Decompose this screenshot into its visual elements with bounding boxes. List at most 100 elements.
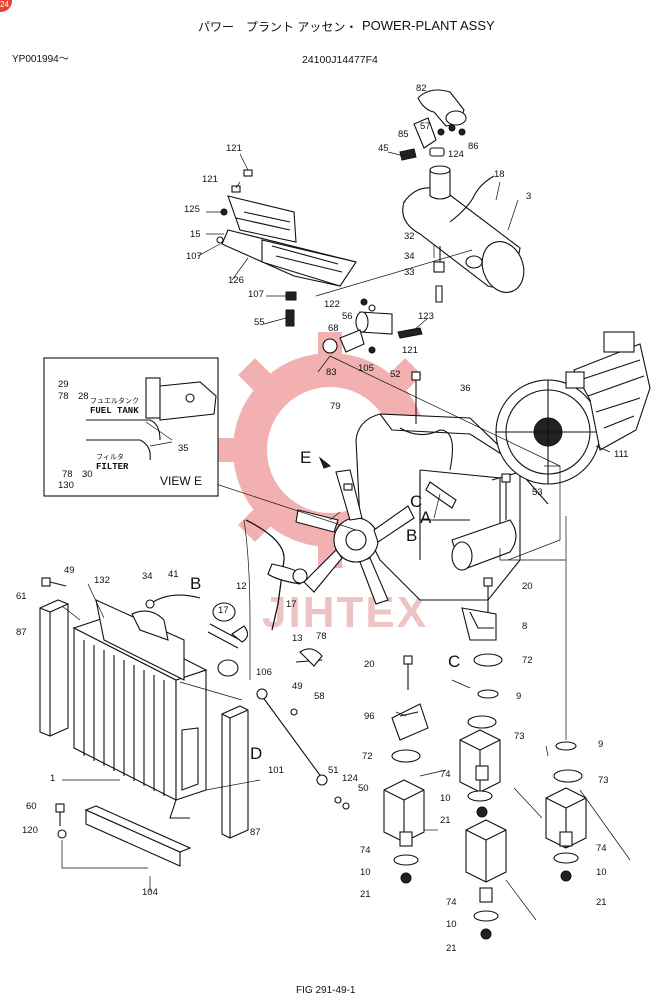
title-en: POWER-PLANT ASSY [362, 18, 495, 33]
bolts [41, 371, 511, 839]
callout-132: 132 [94, 575, 110, 586]
support-post-87-left [39, 599, 69, 737]
callout-45: 45 [378, 143, 389, 154]
callout-33: 33 [404, 267, 415, 278]
section-letter-c-mount: C [448, 652, 461, 671]
callout-21: 21 [446, 943, 457, 954]
section-letter-b-radiator: B [190, 574, 202, 593]
callout-86: 86 [468, 141, 479, 152]
callout-49: 49 [292, 681, 303, 692]
callout-125: 125 [184, 204, 200, 215]
callout-21-right: 21 [596, 897, 607, 908]
view-e-label: 78 [62, 469, 73, 480]
muffler-3 [402, 165, 525, 303]
callout-72: 72 [362, 751, 373, 762]
callout-73: 73 [514, 731, 525, 742]
section-letter-e: E [300, 448, 312, 467]
callout-101: 101 [268, 765, 284, 776]
section-letter-b: B [406, 526, 418, 545]
rod-101 [256, 688, 328, 786]
corner-badge-text: 24 [0, 0, 9, 9]
callout-74-right: 74 [596, 843, 607, 854]
callout-9: 9 [598, 739, 604, 750]
view-e-label: 30 [82, 469, 93, 480]
callout-87: 87 [16, 627, 27, 638]
callout-83: 83 [326, 367, 337, 378]
callout-18: 18 [494, 169, 505, 180]
muffler-bracket-68 [322, 298, 423, 354]
callout-57: 57 [420, 121, 431, 132]
mount-block-right [545, 787, 587, 849]
figure-number: FIG 291-49-1 [296, 985, 356, 996]
callout-73: 73 [598, 775, 609, 786]
callout-120: 120 [22, 825, 38, 836]
callout-122: 122 [324, 299, 340, 310]
callout-10: 10 [446, 919, 457, 930]
support-post-87-right [221, 705, 249, 839]
section-letter-a: A [420, 508, 432, 527]
view-e-filter-jp: フィルタ [96, 454, 124, 462]
callout-17: 17 [218, 605, 229, 616]
view-e-label: 28 [78, 391, 89, 402]
callout-34: 34 [404, 251, 415, 262]
bracket-96 [391, 703, 429, 741]
mount-block-center-lower [465, 819, 507, 883]
elbow-pipe-82 [399, 89, 467, 161]
view-e-fuel-tank-jp: フュエルタンク [90, 398, 139, 406]
callout-41: 41 [168, 569, 179, 580]
callout-105: 105 [358, 363, 374, 374]
callout-124: 124 [448, 149, 464, 160]
callout-106: 106 [256, 667, 272, 678]
callout-15: 15 [190, 229, 201, 240]
callout-74: 74 [440, 769, 451, 780]
callout-12: 12 [236, 581, 247, 592]
callout-52: 52 [390, 369, 401, 380]
callout-68: 68 [328, 323, 339, 334]
callout-51: 51 [328, 765, 339, 776]
callout-21: 21 [440, 815, 451, 826]
callout-121: 121 [226, 143, 242, 154]
callout-60: 60 [26, 801, 37, 812]
callout-74: 74 [360, 845, 371, 856]
callout-17: 17 [286, 599, 297, 610]
section-letter-c: C [410, 492, 423, 511]
callout-3: 3 [526, 191, 532, 202]
view-e-label: 35 [178, 443, 189, 454]
callout-32: 32 [404, 231, 415, 242]
callout-61: 61 [16, 591, 27, 602]
callout-78: 78 [316, 631, 327, 642]
callout-34: 34 [142, 571, 153, 582]
title-jp: パワー プラント アッセン・ [198, 20, 358, 34]
overflow-hose [145, 594, 323, 667]
callout-10: 10 [440, 793, 451, 804]
callout-58: 58 [314, 691, 325, 702]
leader-lines [61, 151, 631, 921]
callout-124: 124 [342, 773, 358, 784]
view-e-label: 78 [58, 391, 69, 402]
callout-36: 36 [460, 383, 471, 394]
callout-111: 111 [614, 449, 629, 460]
callout-21: 21 [360, 889, 371, 900]
assembly-part-number: 24100J14477F4 [302, 54, 378, 66]
callout-107: 107 [186, 251, 202, 262]
callout-82: 82 [416, 83, 427, 94]
callout-121: 121 [202, 174, 218, 185]
callout-121: 121 [402, 345, 418, 356]
view-e-fuel-tank: FUEL TANK [90, 406, 139, 416]
flywheel-and-pump [495, 331, 651, 485]
callout-50: 50 [358, 783, 369, 794]
callout-79: 79 [330, 401, 341, 412]
callout-53: 53 [532, 487, 543, 498]
radiator-1 [72, 599, 208, 819]
section-letter-d: D [250, 744, 263, 763]
mount-block-center [459, 729, 501, 793]
view-e-filter: FILTER [96, 462, 129, 472]
callout-56: 56 [342, 311, 353, 322]
mount-block-left [383, 779, 425, 843]
callout-13: 13 [292, 633, 303, 644]
view-e-arrow [318, 456, 332, 469]
callout-10-right: 10 [596, 867, 607, 878]
view-e-inset [43, 357, 219, 497]
